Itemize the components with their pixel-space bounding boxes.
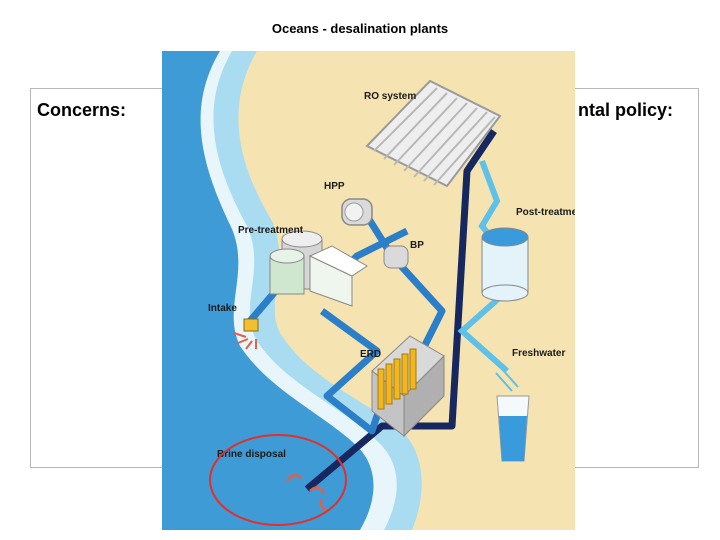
- concerns-heading: Concerns:: [37, 100, 126, 121]
- freshwater-label: Freshwater: [512, 348, 565, 359]
- desalination-diagram: RO system HPP Pre-treatment BP Post-trea…: [162, 51, 575, 530]
- policy-heading: ntal policy:: [578, 100, 673, 121]
- pre-treatment-label: Pre-treatment: [238, 225, 304, 236]
- bp-label: BP: [410, 240, 424, 251]
- intake-label: Intake: [208, 303, 237, 314]
- post-treatment-label: Post-treatment: [516, 207, 575, 218]
- hpp-pump: [342, 199, 372, 225]
- post-treatment-tank: [482, 228, 528, 301]
- slide-title: Oceans - desalination plants: [0, 21, 720, 36]
- ro-system-label: RO system: [364, 91, 416, 102]
- erd-label: ERD: [360, 349, 381, 360]
- bp-pump: [384, 246, 408, 268]
- hpp-label: HPP: [324, 181, 345, 192]
